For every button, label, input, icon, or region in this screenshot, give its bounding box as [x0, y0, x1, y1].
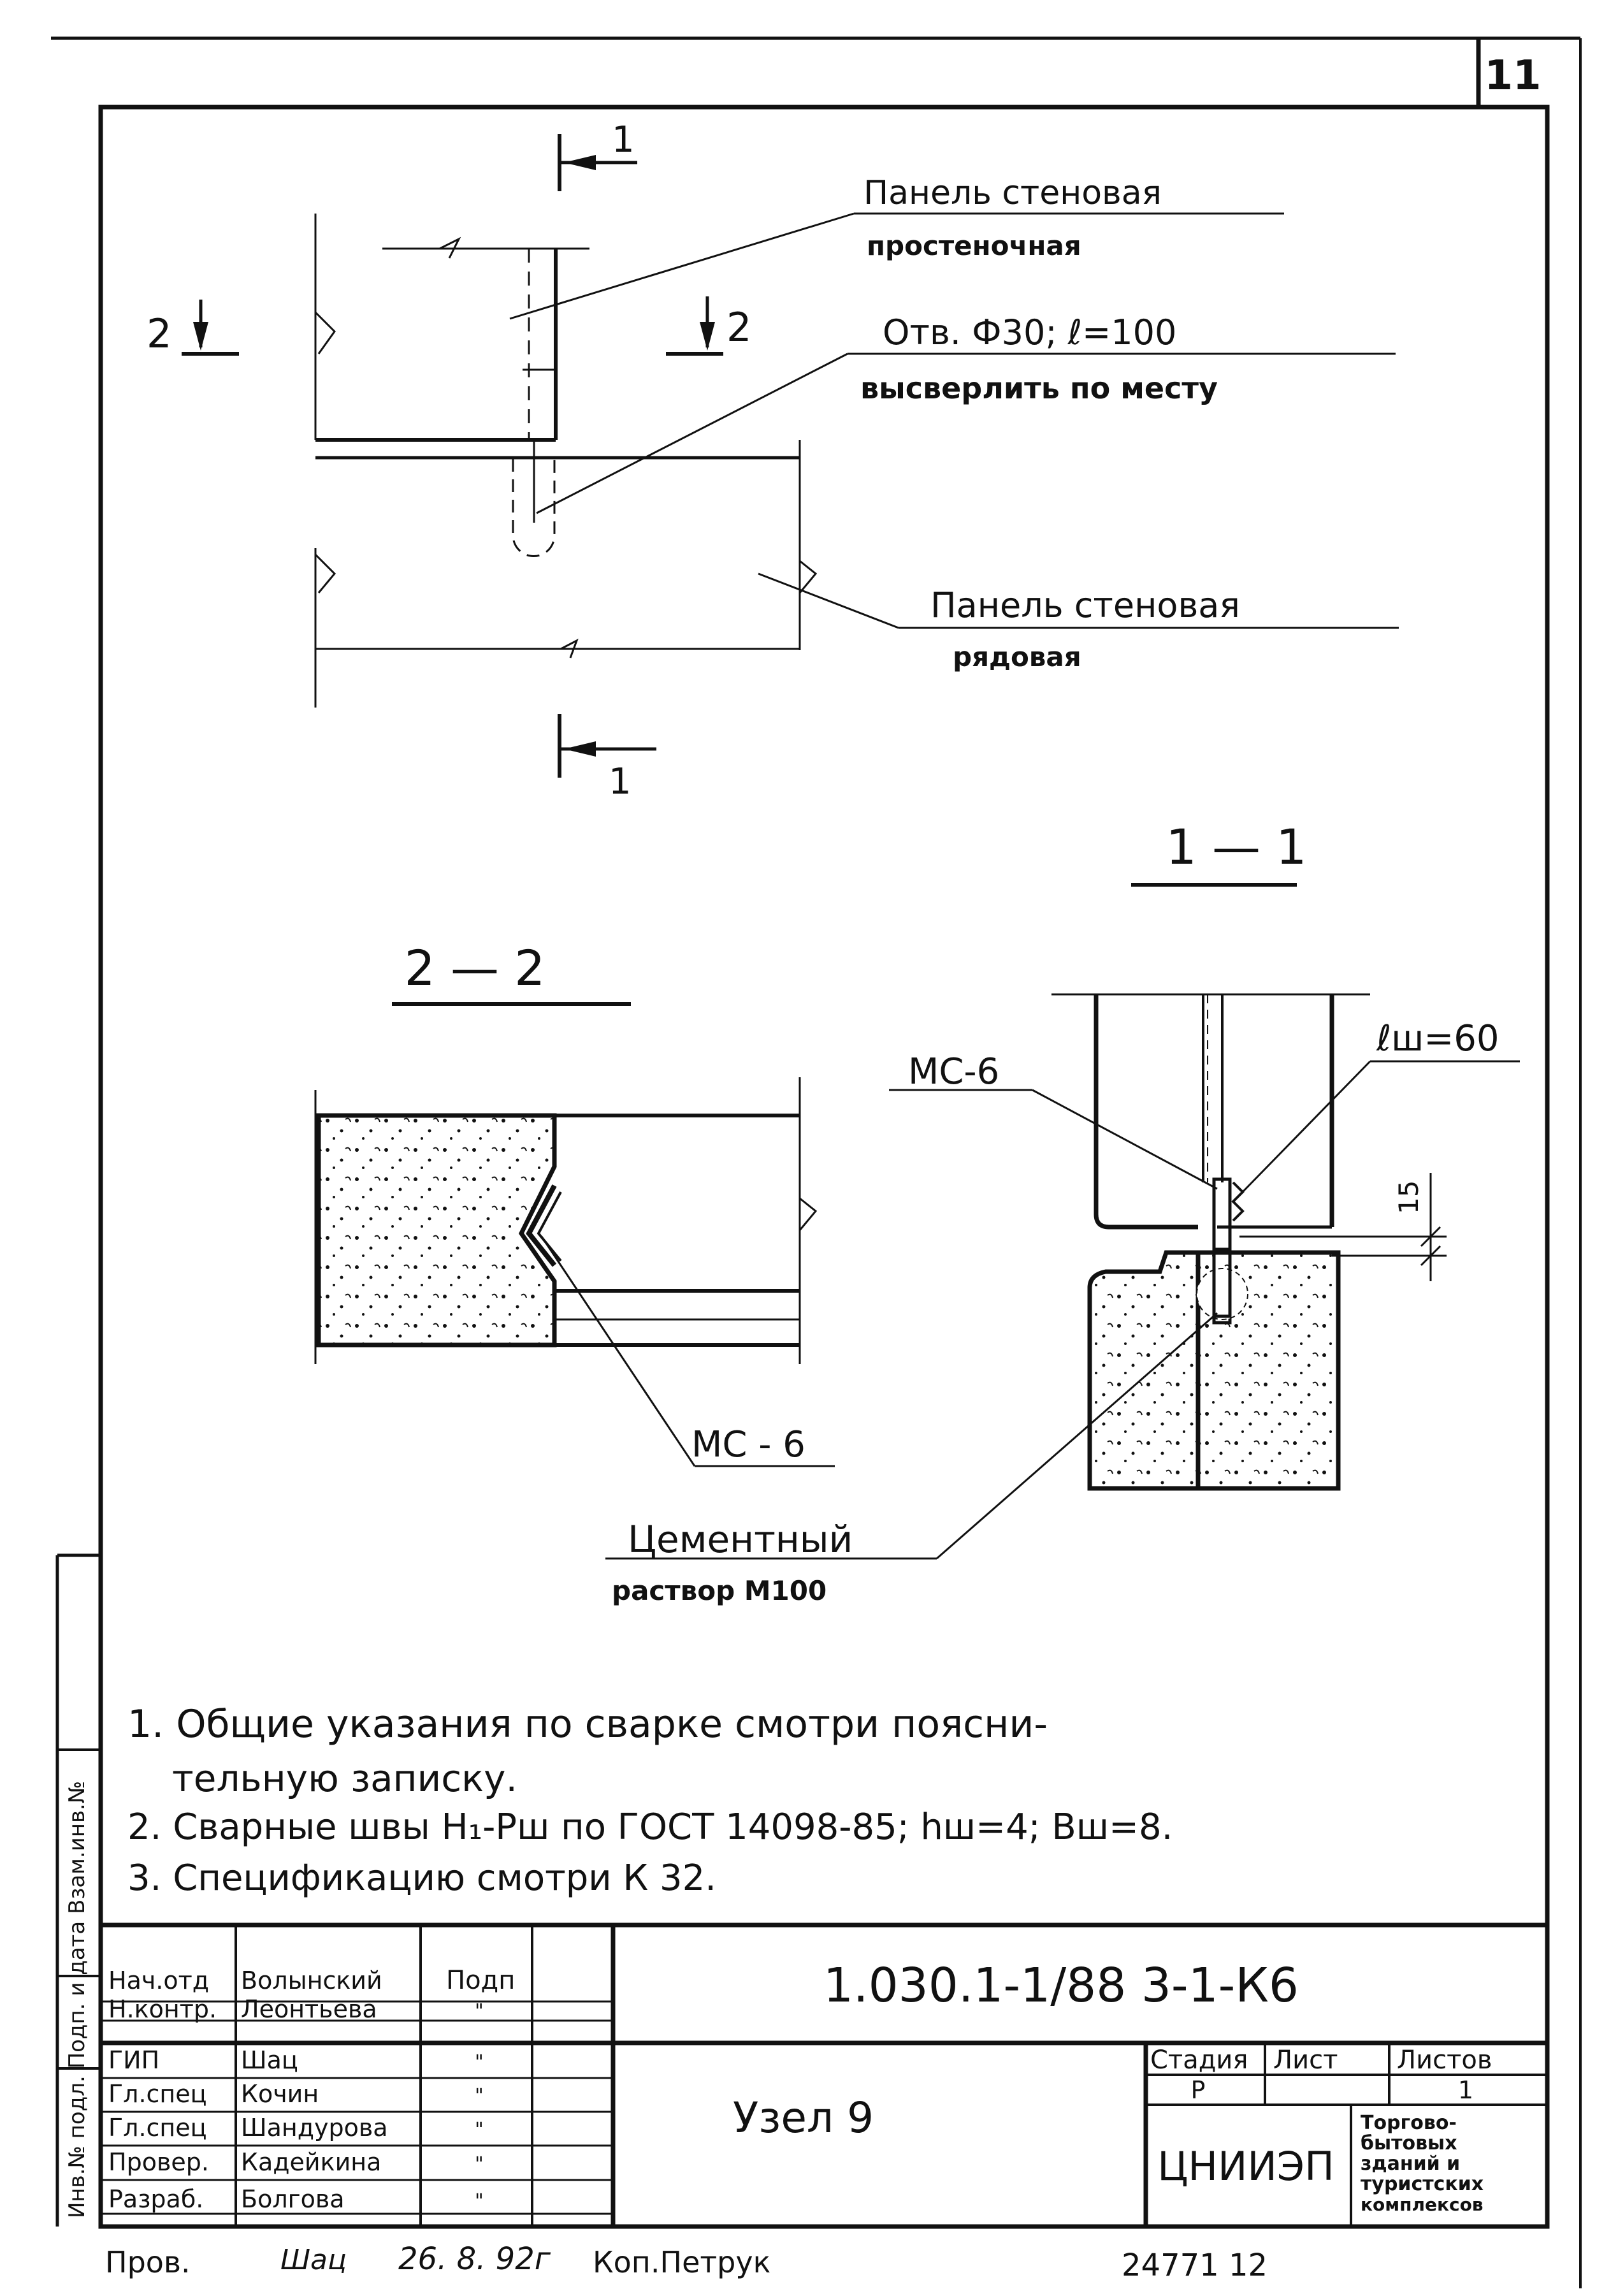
tb-role-2: Н.контр. — [108, 1995, 217, 2023]
stage-value: Р — [1191, 2076, 1206, 2104]
callout-row-panel-title: Панель стеновая — [930, 585, 1240, 625]
org-desc-4: туристских — [1361, 2173, 1484, 2195]
signature-header: Подп — [446, 1966, 515, 1995]
sheet-border — [51, 36, 1582, 2288]
note-3: 3. Спецификацию смотри К 32. — [127, 1857, 716, 1899]
tb-role-1: Нач.отд — [108, 1966, 209, 1994]
tb-sign-6: " — [475, 2153, 484, 2176]
section-1-1-title: 1 — 1 — [1166, 818, 1306, 875]
footer-copied: Коп.Петрук — [593, 2245, 770, 2279]
tb-role-3: ГИП — [108, 2046, 159, 2074]
sheets-header: Листов — [1397, 2045, 1492, 2075]
tb-name-5: Шандурова — [241, 2114, 388, 2142]
weld-length-label: ℓш=60 — [1376, 1018, 1499, 1059]
tb-sign-5: " — [475, 2119, 484, 2141]
section-1-1-drawing — [605, 993, 1520, 1560]
document-code: 1.030.1-1/88 3-1-К6 — [823, 1958, 1299, 2013]
org-desc-3: зданий и — [1361, 2153, 1460, 2175]
tb-sign-3: " — [475, 2051, 484, 2074]
left-margin-stamp-text: Инв.№ подл. Подп. и дата Взам.инв.№ — [64, 1781, 90, 2218]
tb-role-4: Гл.спец — [108, 2080, 207, 2108]
cut-2-right-label: 2 — [726, 304, 751, 351]
tb-name-1: Волынский — [241, 1966, 382, 1994]
tb-sign-2: " — [475, 2000, 484, 2023]
sheet-number: 11 — [1484, 52, 1541, 99]
callout-pier-panel-subtitle: простеночная — [867, 230, 1081, 261]
title-block — [101, 1922, 1547, 2227]
callout-hole-subtitle: высверлить по месту — [860, 371, 1218, 405]
plan-view — [182, 134, 1399, 778]
footer-checked: Пров. — [105, 2245, 191, 2279]
tb-name-7: Болгова — [241, 2185, 345, 2213]
stage-header: Стадия — [1150, 2045, 1248, 2075]
callout-hole-title: Отв. Ф30; ℓ=100 — [883, 312, 1176, 352]
tb-sign-7: " — [475, 2190, 484, 2212]
cement-label-title: Цементный — [628, 1518, 853, 1561]
cut-1-top-label: 1 — [612, 119, 635, 161]
note-2: 2. Сварные швы Н₁-Рш по ГОСТ 14098-85; h… — [127, 1806, 1173, 1848]
sheets-value: 1 — [1458, 2076, 1473, 2104]
tb-role-6: Провер. — [108, 2148, 209, 2176]
section-2-2-drawing — [314, 1077, 835, 1467]
tb-name-3: Шац — [241, 2046, 298, 2074]
tb-name-6: Кадейкина — [241, 2148, 381, 2176]
org-desc-2: бытовых — [1361, 2132, 1457, 2154]
note-1-continued: тельную записку. — [172, 1757, 517, 1800]
footer-date: 26. 8. 92г — [398, 2241, 551, 2277]
organization: ЦНИИЭП — [1157, 2143, 1334, 2190]
section-2-2-title: 2 — 2 — [404, 940, 545, 996]
cement-label-subtitle: раствор М100 — [612, 1575, 827, 1606]
cut-2-left-label: 2 — [147, 310, 171, 357]
left-margin-stamp — [55, 1553, 101, 2227]
callout-pier-panel-title: Панель стеновая — [863, 174, 1162, 212]
sheet-header: Лист — [1273, 2045, 1338, 2075]
drawing-name: Узел 9 — [733, 2093, 874, 2142]
mc6-bottom-label: МС - 6 — [691, 1424, 805, 1465]
note-1: 1. Общие указания по сварке смотри поясн… — [127, 1702, 1048, 1747]
callout-row-panel-subtitle: рядовая — [953, 641, 1081, 672]
cut-1-bottom-label: 1 — [609, 761, 632, 803]
tb-name-2: Леонтьева — [241, 1995, 377, 2023]
org-desc-5: комплексов — [1361, 2194, 1484, 2215]
footer-signature: Шац — [280, 2244, 347, 2276]
org-desc-1: Торгово- — [1361, 2112, 1457, 2134]
tb-role-5: Гл.спец — [108, 2114, 207, 2142]
footer-number: 24771 12 — [1122, 2248, 1268, 2283]
tb-sign-4: " — [475, 2085, 484, 2107]
tb-role-7: Разраб. — [108, 2185, 203, 2213]
mc6-top-label: МС-6 — [908, 1051, 999, 1093]
tb-name-4: Кочин — [241, 2080, 319, 2108]
dimension-15: 15 — [1393, 1181, 1424, 1214]
